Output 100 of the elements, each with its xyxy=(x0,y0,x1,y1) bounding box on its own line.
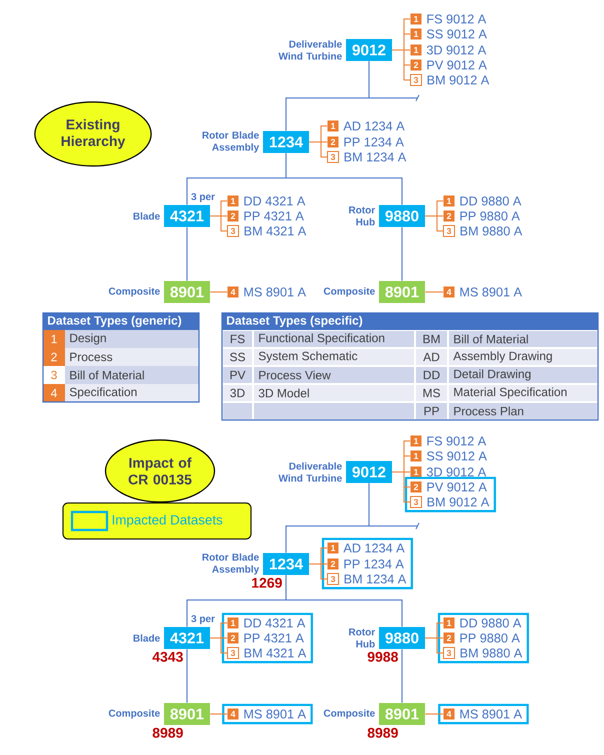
dataset-badge: 2 xyxy=(410,482,422,492)
table-cell: 1 xyxy=(43,330,65,348)
dataset-badge: 2 xyxy=(444,632,454,644)
table-cell: 4 xyxy=(43,384,65,402)
new-part-number: 4343 xyxy=(152,652,183,662)
dataset-badge: 4 xyxy=(444,286,454,298)
dataset-badge: 1 xyxy=(328,542,338,554)
table-cell: Specification xyxy=(65,384,199,402)
quantity-note: 3 per xyxy=(191,615,215,624)
dataset-badge: 3 xyxy=(410,496,422,508)
dataset-label: 3D 9012 A xyxy=(426,468,486,476)
connector-line xyxy=(368,482,418,526)
table-header: Dataset Types (specific) xyxy=(222,313,598,330)
part-name: Composite xyxy=(324,287,375,297)
table-cell: Detail Drawing xyxy=(449,367,597,383)
dataset-badge: 2 xyxy=(228,632,238,644)
dataset-label: BM 9012 A xyxy=(428,498,490,506)
dataset-badge: 1 xyxy=(228,618,238,628)
dataset-label: BM 4321 A xyxy=(244,648,306,658)
part-number-box: 8901 xyxy=(164,703,210,725)
table-cell: AD xyxy=(416,349,447,365)
table-cell: Process Plan xyxy=(449,403,597,419)
table-cell: Process xyxy=(65,348,199,366)
highlight-frame xyxy=(404,476,496,512)
dataset-badge: 3 xyxy=(443,225,455,237)
connector-line xyxy=(186,648,188,704)
dataset-label: BM 1234 A xyxy=(344,152,406,162)
dataset-label: FS 9012 A xyxy=(427,14,486,24)
table-cell: DD xyxy=(416,367,447,383)
dataset-label: DD 9880 A xyxy=(460,618,522,628)
dataset-label: PP 1234 A xyxy=(344,138,404,146)
table-cell: SS xyxy=(223,349,252,365)
connector-line xyxy=(392,50,410,80)
table-cell: FS xyxy=(223,331,252,347)
table-cell: Functional Specification xyxy=(254,331,414,347)
dataset-badge: 2 xyxy=(328,136,338,148)
table-cell: Bill of Material xyxy=(449,331,597,347)
connector-line xyxy=(210,216,228,232)
part-name: Deliverable Wind Turbine xyxy=(278,462,342,482)
table-cell: 3 xyxy=(43,366,65,384)
dataset-label: AD 1234 A xyxy=(343,544,405,552)
table-cell: 3D Model xyxy=(254,385,414,401)
dataset-badge: 1 xyxy=(410,436,422,446)
dataset-badge: 4 xyxy=(444,708,454,720)
table-cell: BM xyxy=(416,331,447,347)
connector-line xyxy=(286,152,402,206)
dataset-badge: 3 xyxy=(227,225,239,237)
dataset-label: BM 9880 A xyxy=(460,226,522,236)
part-name: Deliverable Wind Turbine xyxy=(278,40,342,60)
part-number-box: 4321 xyxy=(164,205,210,227)
part-name: Rotor Hub xyxy=(349,628,375,648)
dataset-label: SS 9012 A xyxy=(426,30,487,38)
dataset-label: DD 4321 A xyxy=(244,196,306,206)
dataset-badge: 4 xyxy=(228,708,238,720)
part-number-box: 8901 xyxy=(164,281,210,303)
dataset-badge: 1 xyxy=(228,196,238,206)
connector-line xyxy=(308,564,328,580)
table-cell: Process View xyxy=(254,367,414,383)
dataset-badge: 2 xyxy=(444,210,454,222)
quantity-note: 3 per xyxy=(191,193,215,202)
part-number-box: 1234 xyxy=(263,131,309,153)
part-name: Rotor Blade Assembly xyxy=(202,131,260,153)
part-name: Blade xyxy=(134,212,160,220)
connector-line xyxy=(286,574,402,628)
table-cell: PP xyxy=(416,403,447,419)
part-number-box: 8901 xyxy=(379,281,425,303)
part-name: Rotor Hub xyxy=(349,206,375,226)
dataset-badge: 3 xyxy=(443,647,455,659)
highlight-frame xyxy=(222,612,313,664)
dataset-label: PP 9880 A xyxy=(460,212,520,220)
connector-line xyxy=(368,60,418,98)
dataset-badge: 1 xyxy=(410,466,422,478)
part-number-box: 8901 xyxy=(379,703,425,725)
dataset-label: DD 9880 A xyxy=(460,196,522,206)
dataset-label: PP 9880 A xyxy=(460,634,520,642)
dataset-badge: 1 xyxy=(444,618,454,628)
dataset-badge: 3 xyxy=(227,647,239,659)
dataset-badge: 1 xyxy=(328,120,338,132)
dataset-label: BM 9880 A xyxy=(460,648,522,658)
connector-line xyxy=(424,638,444,654)
dataset-label: MS 8901 A xyxy=(460,288,522,296)
part-name: Composite xyxy=(108,287,160,297)
connector-line xyxy=(392,472,410,502)
table-cell: PV xyxy=(223,367,252,383)
table-cell: MS xyxy=(416,385,447,401)
dataset-badge: 3 xyxy=(327,151,339,163)
new-part-number: 8989 xyxy=(152,728,183,738)
table-cell: Bill of Material xyxy=(65,366,199,384)
connector-line xyxy=(424,216,444,232)
part-name: Composite xyxy=(108,709,160,719)
dataset-label: MS 8901 A xyxy=(460,710,522,718)
table-cell: Design xyxy=(65,330,199,348)
dataset-label: MS 8901 A xyxy=(244,710,306,718)
table-cell: Assembly Drawing xyxy=(449,349,597,365)
legend-text: Impacted Datasets xyxy=(112,514,222,528)
dataset-label: FS 9012 A xyxy=(427,436,486,446)
table-cell: 3D xyxy=(223,385,252,401)
dataset-label: AD 1234 A xyxy=(343,122,405,130)
dataset-label: BM 4321 A xyxy=(244,226,306,236)
dataset-badge: 1 xyxy=(410,450,422,462)
